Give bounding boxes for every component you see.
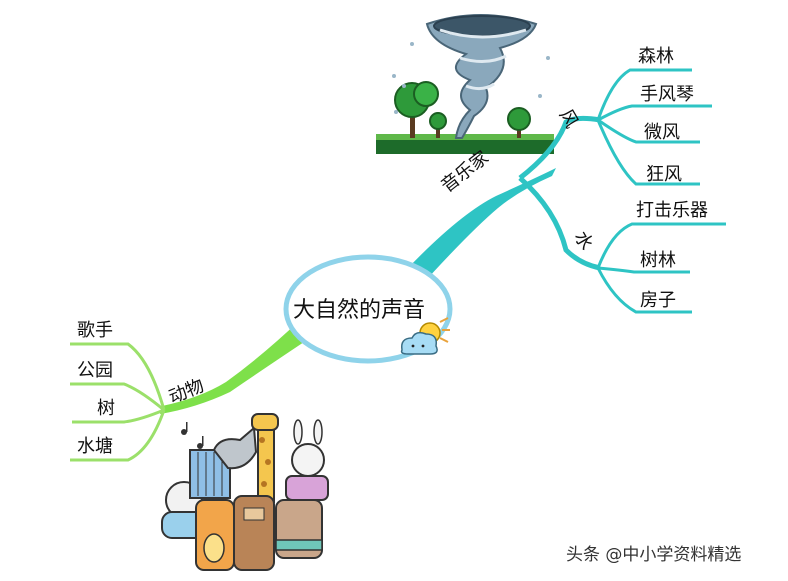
branch-animals-stroke: [160, 320, 316, 414]
wind-leaves: [596, 68, 712, 186]
ground-strip: [376, 138, 554, 154]
cat-icon: [195, 499, 235, 571]
watermark: 头条 @中小学资料精选: [566, 545, 742, 565]
rabbit-icon: [285, 419, 329, 501]
tree-small: [429, 112, 447, 138]
tornado-illustration: [376, 14, 554, 154]
center-label: 大自然的声音: [293, 298, 426, 323]
wind-item-3: 微风: [644, 122, 680, 143]
wind-item-4: 狂风: [646, 164, 682, 185]
bear-icon: [233, 495, 275, 571]
animal-item-1: 歌手: [77, 320, 113, 341]
tree-left: [394, 81, 439, 138]
center-node: [283, 254, 453, 364]
animal-item-4: 水塘: [77, 436, 113, 457]
animal-leaves: [70, 342, 166, 462]
music-notes-icon: [181, 422, 204, 449]
wind-item-2: 手风琴: [640, 84, 694, 105]
water-item-2: 树林: [640, 250, 676, 271]
giraffe-icon: [251, 413, 279, 503]
water-item-3: 房子: [640, 290, 676, 311]
dog-icon: [275, 499, 323, 559]
water-item-1: 打击乐器: [636, 200, 708, 221]
wind-item-1: 森林: [638, 46, 674, 67]
branch-animals: [70, 320, 316, 462]
animal-item-2: 公园: [77, 360, 113, 381]
wolf-icon: [212, 425, 258, 470]
tornado-funnel: [425, 14, 538, 139]
animals-illustration: [161, 413, 329, 571]
tree-right: [507, 107, 531, 138]
cloud-sun-icon: [400, 317, 450, 355]
branch-musician-stroke: [408, 168, 556, 278]
branch-musician: [408, 68, 726, 314]
water-leaves: [596, 222, 726, 314]
animal-item-3: 树: [97, 398, 115, 419]
